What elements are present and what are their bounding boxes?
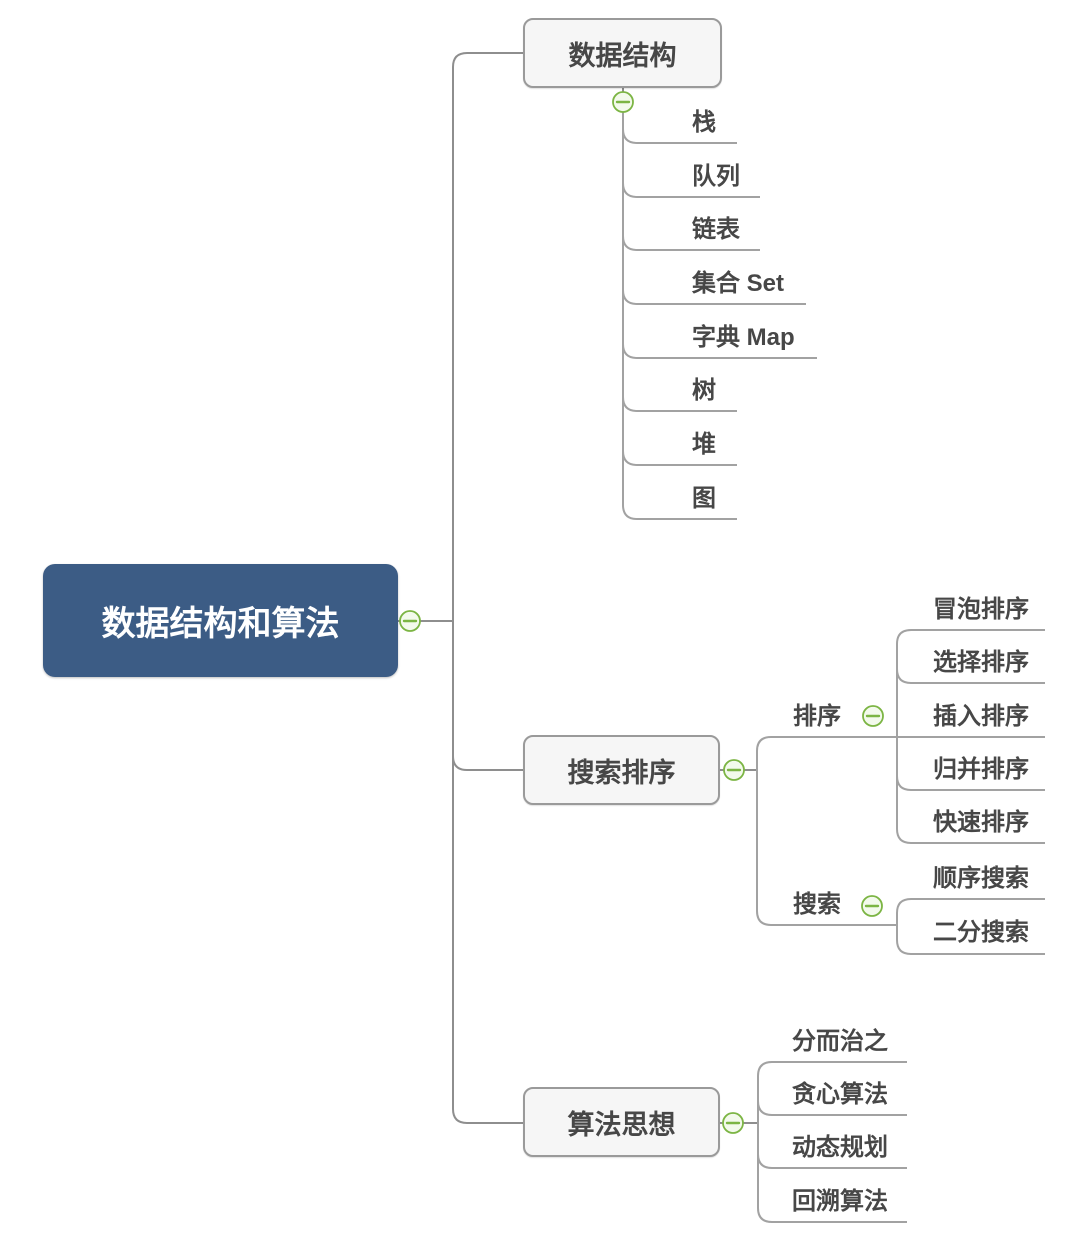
node-insertion-sort[interactable]: 插入排序 — [933, 703, 1029, 730]
node-dynamic-programming[interactable]: 动态规划 — [792, 1134, 888, 1161]
node-binary-search[interactable]: 二分搜索 — [933, 919, 1029, 946]
node-sequential-search[interactable]: 顺序搜索 — [933, 865, 1029, 892]
collapse-toggle-root[interactable] — [399, 610, 421, 632]
branch-node-data-structure[interactable]: 数据结构 — [523, 18, 722, 88]
branch-node-label: 搜索排序 — [567, 757, 676, 788]
node-selection-sort[interactable]: 选择排序 — [933, 649, 1029, 676]
branch-node-search-sort[interactable]: 搜索排序 — [523, 735, 720, 805]
branch2-child-lines — [756, 629, 1045, 955]
root-node-label: 数据结构和算法 — [101, 605, 340, 643]
collapse-toggle-data-structure[interactable] — [612, 91, 634, 113]
node-tree[interactable]: 树 — [692, 377, 716, 404]
node-queue[interactable]: 队列 — [692, 163, 740, 190]
trunk-to-branch2-line — [452, 755, 523, 771]
node-greedy[interactable]: 贪心算法 — [792, 1081, 888, 1108]
branch-node-label: 算法思想 — [567, 1109, 676, 1140]
collapse-toggle-search[interactable] — [861, 895, 883, 917]
node-bubble-sort[interactable]: 冒泡排序 — [933, 596, 1029, 623]
collapse-toggle-sort[interactable] — [862, 705, 884, 727]
collapse-toggle-algorithm-ideas[interactable] — [722, 1112, 744, 1134]
node-merge-sort[interactable]: 归并排序 — [933, 756, 1029, 783]
node-map[interactable]: 字典 Map — [692, 324, 795, 351]
node-divide-conquer[interactable]: 分而治之 — [792, 1028, 888, 1055]
node-set[interactable]: 集合 Set — [692, 270, 785, 297]
node-heap[interactable]: 堆 — [692, 431, 716, 458]
branch3-child-lines — [757, 1061, 907, 1223]
branch-node-label: 数据结构 — [568, 40, 677, 71]
collapse-toggle-search-sort[interactable] — [723, 759, 745, 781]
node-linked-list[interactable]: 链表 — [692, 216, 740, 243]
node-search[interactable]: 搜索 — [793, 891, 841, 918]
node-stack[interactable]: 栈 — [692, 109, 716, 136]
branch-node-algorithm-ideas[interactable]: 算法思想 — [523, 1087, 720, 1157]
node-sort[interactable]: 排序 — [793, 703, 841, 730]
node-graph[interactable]: 图 — [692, 485, 716, 512]
node-backtracking[interactable]: 回溯算法 — [792, 1188, 888, 1215]
branch1-child-lines — [622, 112, 817, 520]
node-quick-sort[interactable]: 快速排序 — [933, 809, 1029, 836]
main-connectors — [398, 52, 758, 1124]
main-trunk-line — [452, 52, 523, 1124]
root-node[interactable]: 数据结构和算法 — [43, 564, 398, 677]
